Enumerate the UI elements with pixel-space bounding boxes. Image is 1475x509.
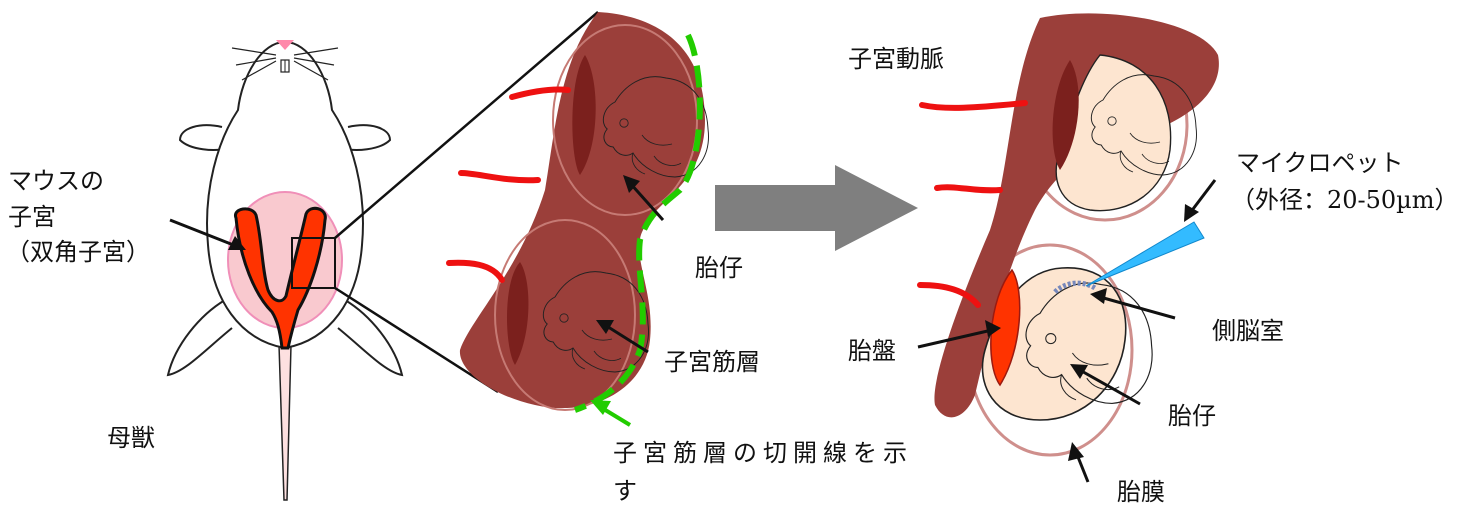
label-myometrium: 子宮筋層 bbox=[664, 346, 760, 378]
label-fetus-left: 胎仔 bbox=[695, 252, 743, 284]
label-uterus-line3: （双角子宮） bbox=[6, 236, 150, 268]
label-uterus-line1: マウスの bbox=[8, 165, 104, 197]
label-micropipette-line2: （外径：20-50µm） bbox=[1231, 184, 1459, 216]
label-uterine-artery: 子宮動脈 bbox=[848, 43, 944, 75]
label-placenta: 胎盤 bbox=[848, 335, 896, 367]
incision-arrow bbox=[590, 400, 630, 425]
label-fetal-membrane: 胎膜 bbox=[1117, 476, 1165, 508]
label-uterus-line2: 子宮 bbox=[8, 201, 56, 233]
label-mother: 母獣 bbox=[107, 422, 155, 454]
label-incision-line1: 子宮筋層の切開線を示 bbox=[613, 437, 913, 469]
mouse-tail bbox=[279, 345, 291, 500]
micropipette bbox=[1086, 222, 1204, 286]
process-arrow bbox=[715, 165, 918, 251]
micropipette-arrow bbox=[1184, 180, 1215, 222]
label-lateral-ventricle: 側脳室 bbox=[1212, 315, 1284, 347]
mouse-body-illustration bbox=[168, 40, 402, 500]
label-fetus-right: 胎仔 bbox=[1168, 400, 1216, 432]
label-micropipette-line1: マイクロペット bbox=[1236, 147, 1404, 179]
mouse-left-hindleg bbox=[168, 300, 232, 375]
label-incision-line2: す bbox=[613, 475, 637, 507]
